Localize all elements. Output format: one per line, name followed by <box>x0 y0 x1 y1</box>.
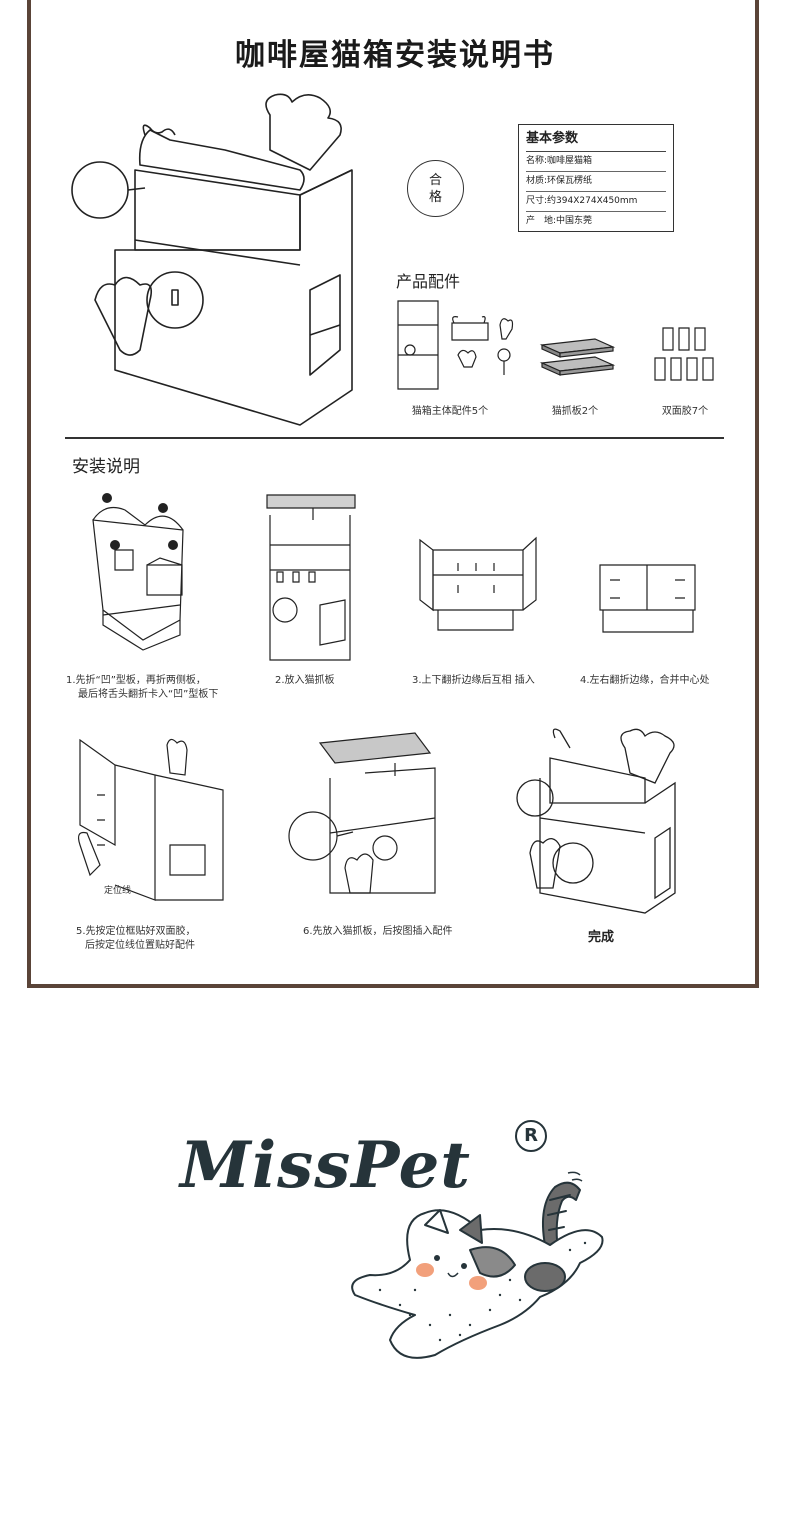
position-line-label: 定位线 <box>104 886 132 896</box>
params-row: 尺寸:约394X274X450mm <box>526 192 666 212</box>
complete-label: 完成 <box>588 930 615 945</box>
step-6-caption: 6.先放入猫抓板，后按图插入配件 <box>303 926 453 937</box>
double-tape-illustration <box>653 326 715 382</box>
step-2-illustration <box>265 490 360 665</box>
step-3-illustration <box>418 535 538 640</box>
parts-label: 猫箱主体配件5个 <box>411 406 489 417</box>
params-heading: 基本参数 <box>526 125 666 152</box>
manual-frame <box>27 0 759 988</box>
brand-logo-text: MissPet <box>180 1128 471 1203</box>
step-5-caption: 5.先按定位框贴好双面胶， 后按定位线位置贴好配件 <box>76 926 196 951</box>
parts-box-illustration <box>392 295 522 395</box>
parts-label: 双面胶7个 <box>661 406 709 417</box>
basic-params-table: 基本参数 名称:咖啡屋猫箱 材质:环保瓦楞纸 尺寸:约394X274X450mm… <box>518 124 674 232</box>
cat-mascot-illustration <box>340 1165 610 1375</box>
hero-cat-box-illustration <box>70 90 390 430</box>
registered-mark: R <box>515 1120 547 1152</box>
params-row: 名称:咖啡屋猫箱 <box>526 152 666 172</box>
params-row: 材质:环保瓦楞纸 <box>526 172 666 192</box>
step-3-caption: 3.上下翻折边缘后互相 插入 <box>412 675 535 686</box>
install-heading: 安装说明 <box>72 457 140 477</box>
parts-label: 猫抓板2个 <box>551 406 599 417</box>
qualified-stamp: 合格 <box>407 160 464 217</box>
step-1-caption: 1.先折“凹”型板，再折两侧板， 最后将舌头翻折卡入“凹”型板下 <box>66 675 219 700</box>
page-title: 咖啡屋猫箱安装说明书 <box>235 38 555 73</box>
parts-heading: 产品配件 <box>396 272 461 291</box>
step-2-caption: 2.放入猫抓板 <box>275 675 335 686</box>
scratch-board-illustration <box>540 335 615 380</box>
completed-box-illustration <box>515 728 690 918</box>
step-4-illustration <box>595 560 700 640</box>
step-1-illustration <box>85 493 195 650</box>
section-divider <box>65 437 724 439</box>
step-5-illustration <box>75 735 230 910</box>
step-6-illustration <box>285 728 445 908</box>
step-4-caption: 4.左右翻折边缘，合并中心处 <box>580 675 710 686</box>
params-row: 产 地:中国东莞 <box>526 216 593 226</box>
